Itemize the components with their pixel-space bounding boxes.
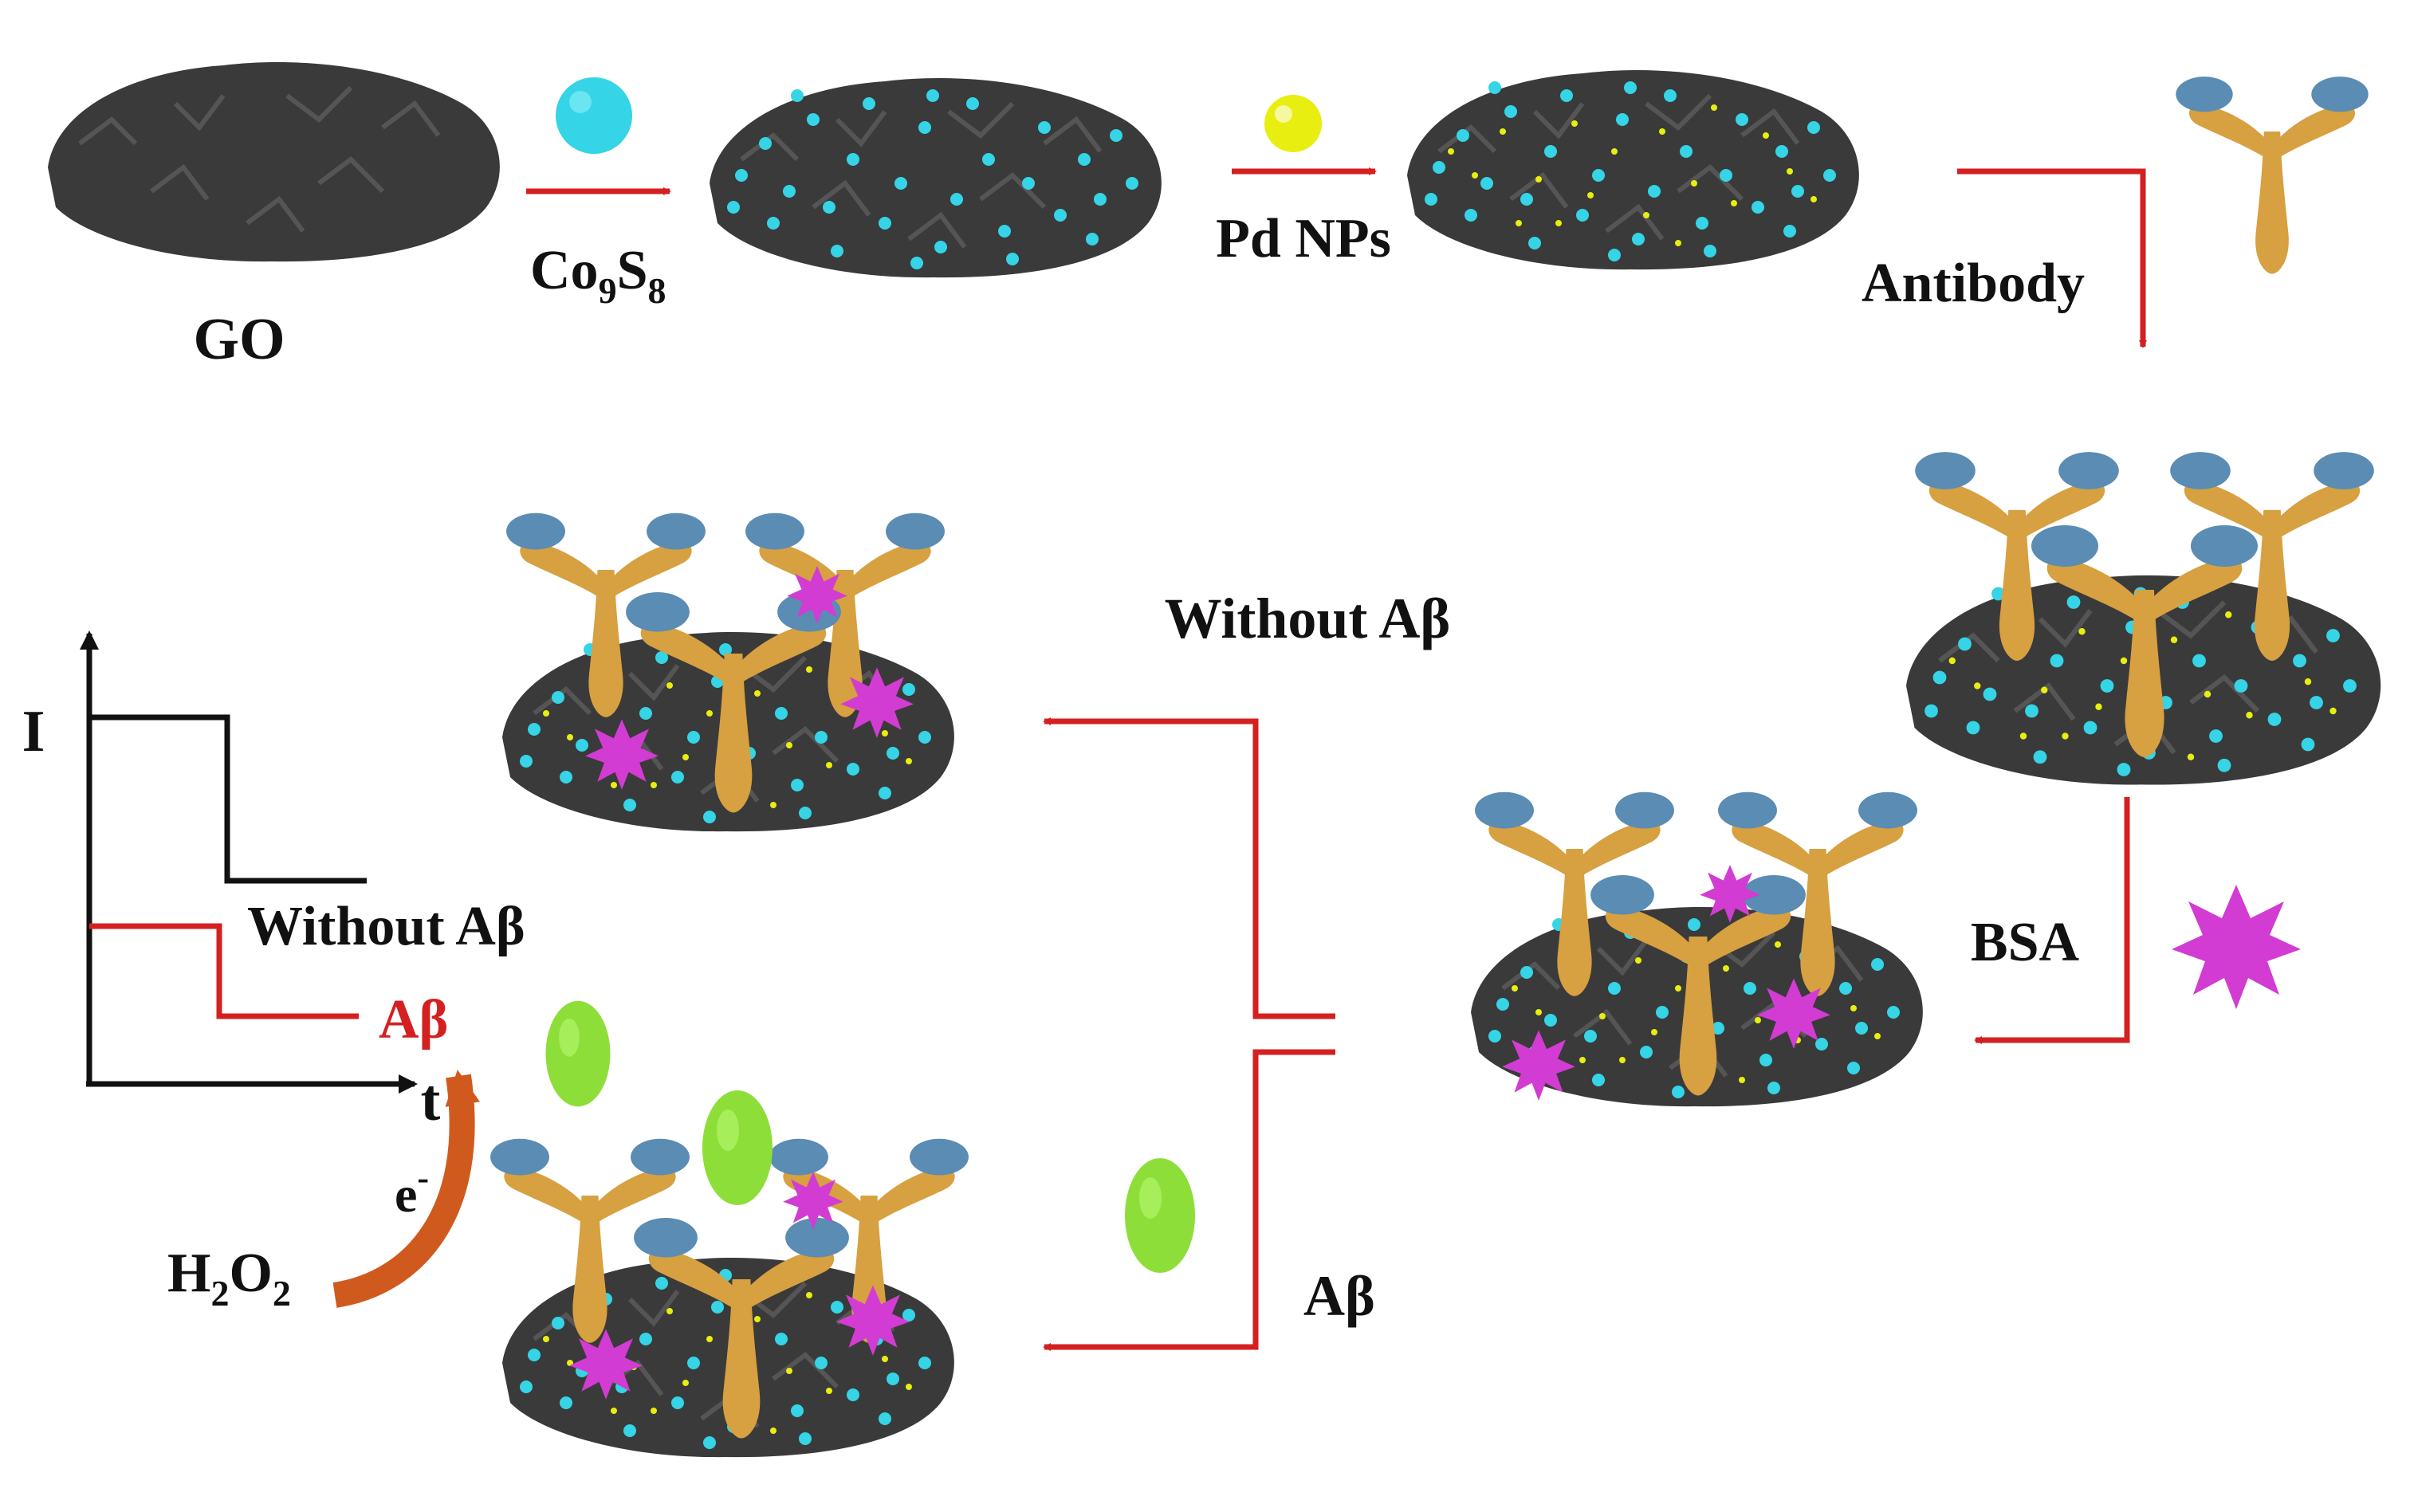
pd-particle-icon [1264,95,1322,152]
graph-abeta-label: Aβ [379,989,448,1051]
arrow-to-without-abeta [1043,717,1335,1019]
abeta-icon [1125,1158,1195,1273]
bsa-label: BSA [1971,912,2080,973]
without-abeta-label: Without Aβ [1165,587,1451,650]
current-time-graph: I t Without Aβ Aβ [22,630,525,1133]
co9s8-label: Co9S8 [530,240,666,311]
go-sheet [48,62,500,261]
with-abeta-electrode [490,1000,969,1457]
graph-without-abeta-label: Without Aβ [247,896,525,957]
go-label: GO [193,307,285,372]
h2o2-label: H2O2 [167,1243,291,1314]
go-co9s8-sheet [710,78,1162,277]
graph-without-abeta-line [89,714,367,884]
graph-abeta-line [89,923,359,1019]
arrow-to-with-abeta [1043,1049,1335,1351]
graph-y-label: I [22,699,45,764]
abeta-label: Aβ [1303,1264,1375,1328]
pd-nps-label: Pd NPs [1216,208,1391,269]
electron-label: e- [395,1158,429,1223]
arrow-pd-to-antibody [1957,168,2147,348]
arrow-antibody-to-bsa [1974,797,2130,1044]
co9s8-particle-icon [556,77,632,154]
antibody-label: Antibody [1862,253,2085,314]
electron-transfer-arrow [332,1070,480,1308]
bsa-icon [2172,885,2301,1009]
graph-x-label: t [421,1068,441,1133]
antibody-electrode [1906,452,2381,784]
antibody-icon [2176,77,2369,274]
without-abeta-electrode [502,513,954,831]
go-co9s8-pd-sheet [1407,70,1859,269]
bsa-blocked-electrode [1471,791,1923,1106]
